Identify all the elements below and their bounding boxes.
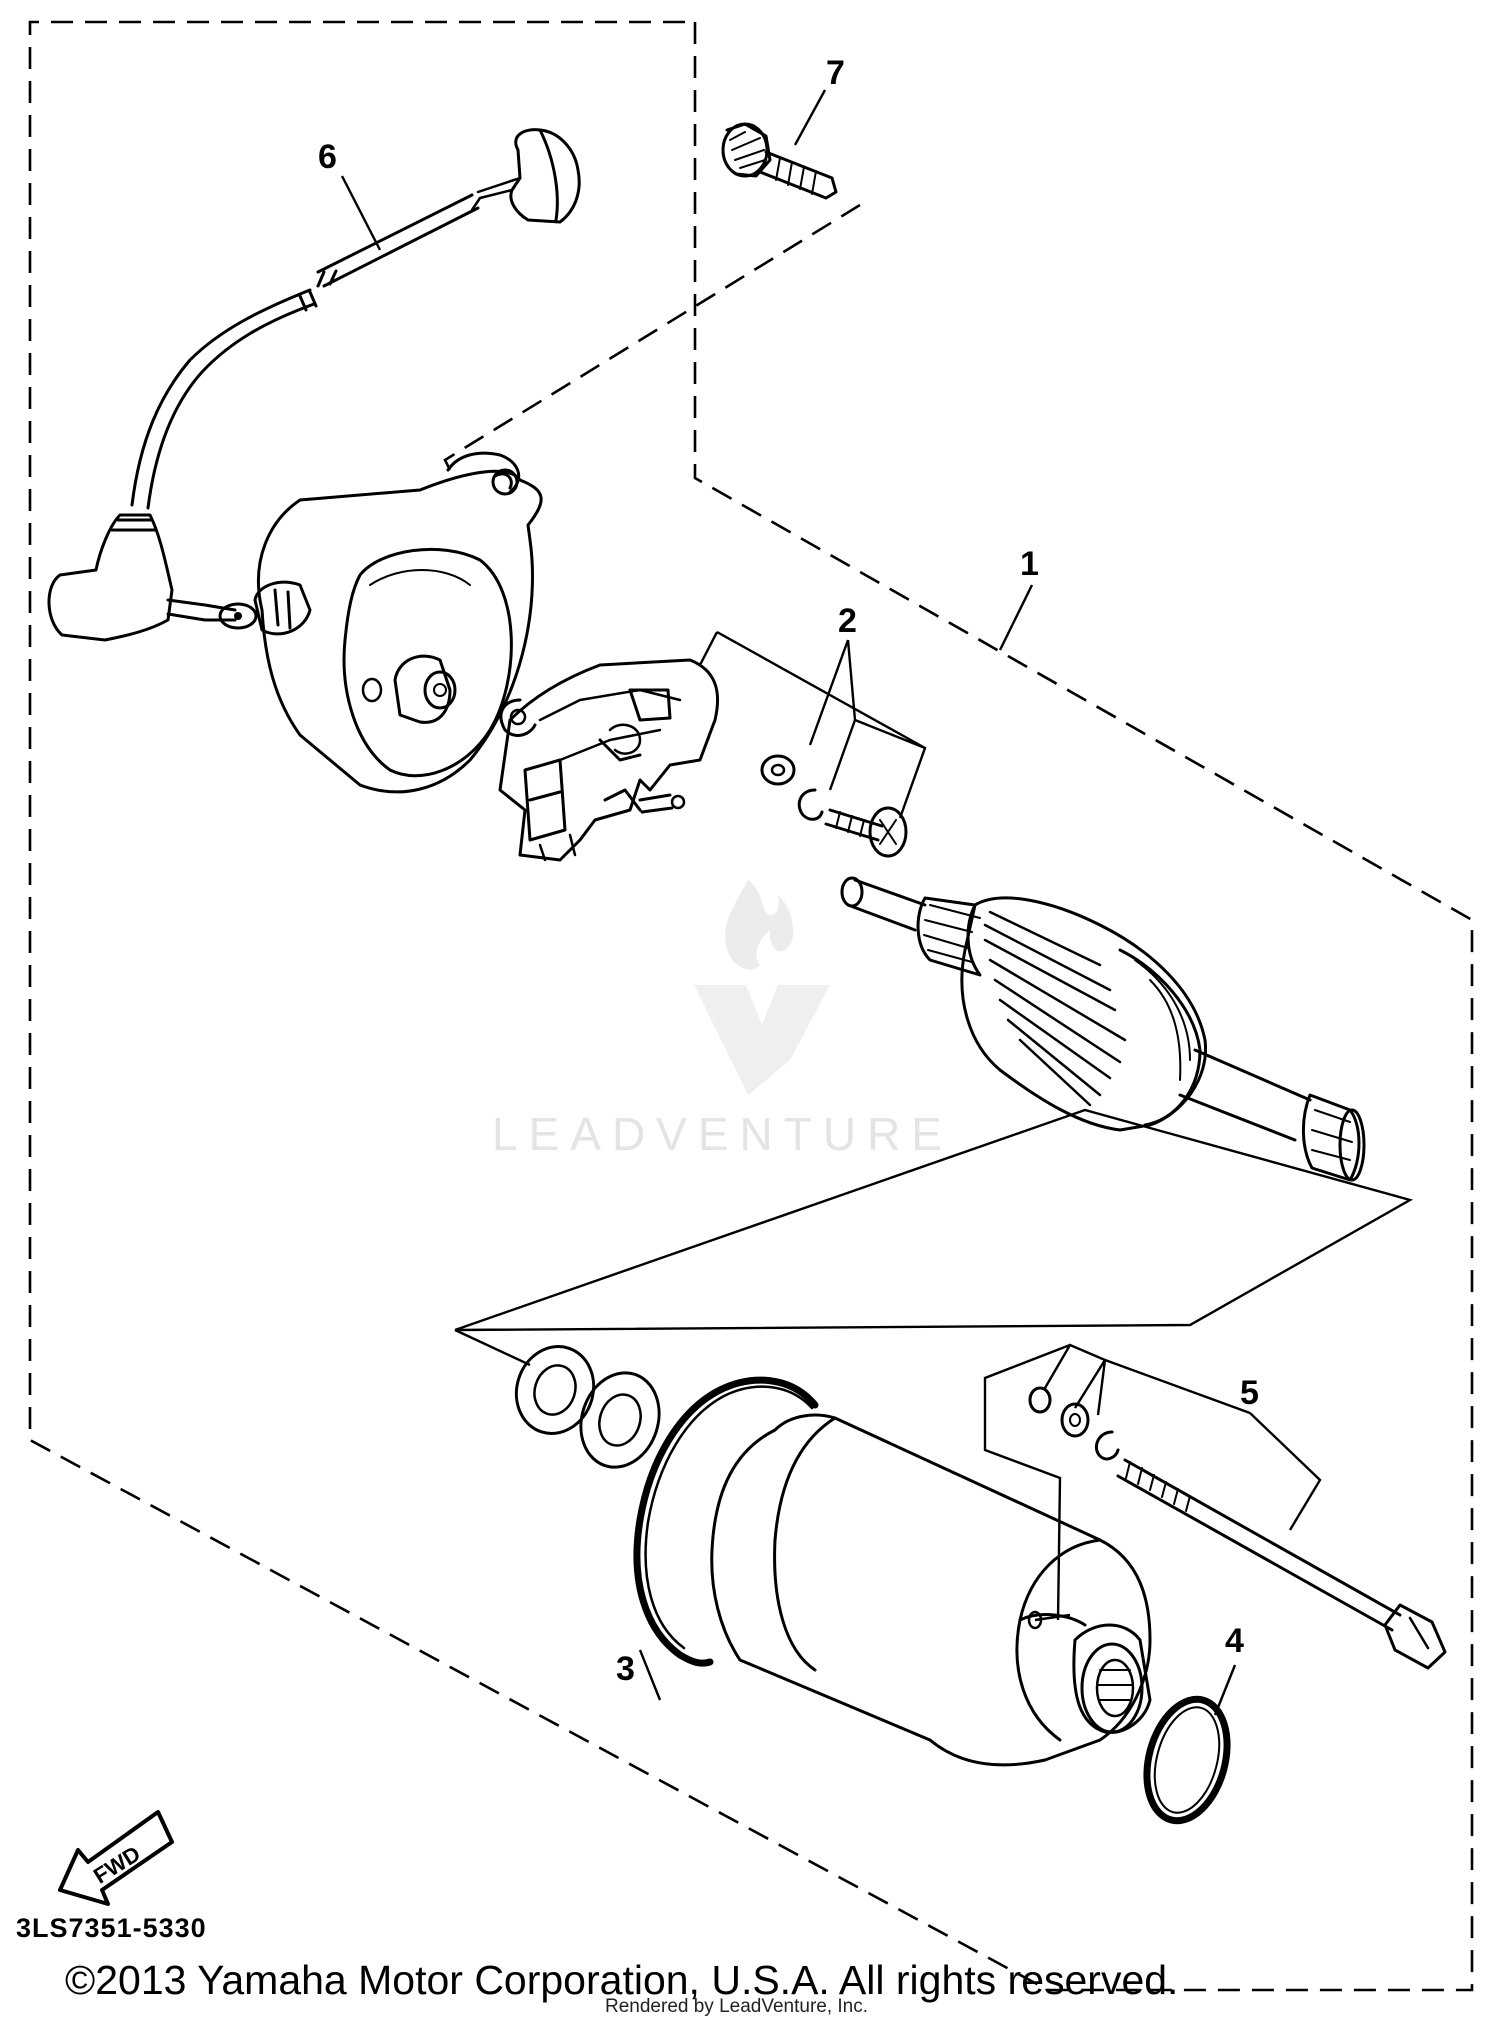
callouts: 1 2 3 4 5 6 7 [318, 54, 1259, 1688]
bolt-7 [721, 122, 838, 200]
callout-4: 4 [1225, 1622, 1244, 1660]
fwd-arrow: FWD [58, 1810, 174, 1906]
armature [840, 876, 1366, 1182]
brush-holder [498, 658, 720, 862]
screw-set-2 [760, 754, 908, 858]
drawing-code: 3LS7351-5330 [16, 1913, 207, 1943]
watermark: LEADVENTURE [492, 880, 953, 1160]
assembly-boundary [28, 20, 1474, 1992]
o-ring-3 [633, 1376, 819, 1667]
lead-wire-6 [47, 128, 581, 642]
callout-7: 7 [826, 54, 845, 92]
washer-group-bracket [454, 1108, 1414, 1367]
washers [514, 1345, 661, 1469]
rendered-by-notice: Rendered by LeadVenture, Inc. [605, 1996, 868, 2017]
through-bolt-set-5 [1028, 1386, 1447, 1670]
o-ring-4 [1143, 1695, 1231, 1825]
yoke-housing [710, 1413, 1152, 1767]
callout-1: 1 [1020, 545, 1039, 583]
watermark-text: LEADVENTURE [492, 1108, 953, 1160]
callout-6: 6 [318, 138, 337, 176]
callout-2: 2 [838, 602, 857, 640]
leader-lines [340, 89, 1322, 1716]
rear-cover [253, 451, 543, 794]
callout-5: 5 [1240, 1374, 1259, 1412]
callout-3: 3 [616, 1650, 635, 1688]
copyright-notice: ©2013 Yamaha Motor Corporation, U.S.A. A… [65, 1957, 1178, 2003]
leadventure-logo-icon [694, 880, 830, 1095]
